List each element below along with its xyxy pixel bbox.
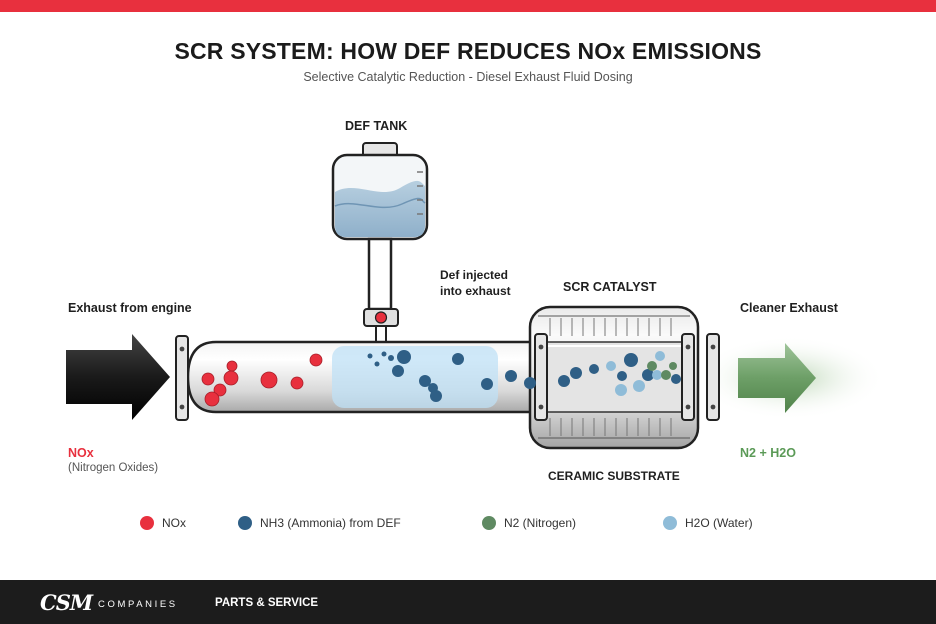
h2o-molecules bbox=[606, 351, 665, 396]
def-tank bbox=[331, 142, 429, 311]
nox-dot-icon bbox=[140, 516, 154, 530]
legend-item-h2o: H2O (Water) bbox=[663, 516, 753, 530]
substrate-label: CERAMIC SUBSTRATE bbox=[548, 469, 680, 483]
page-subtitle: Selective Catalytic Reduction - Diesel E… bbox=[303, 70, 633, 84]
catalyst-label: SCR CATALYST bbox=[563, 280, 657, 294]
catalyst-flange-left bbox=[534, 333, 548, 421]
inlet-gas-title: NOx bbox=[68, 446, 94, 460]
substrate-channels-top bbox=[549, 318, 672, 336]
outlet-flange bbox=[706, 333, 720, 421]
legend: NOx NH3 (Ammonia) from DEF N2 (Nitrogen)… bbox=[0, 516, 936, 536]
footer: CSM COMPANIES PARTS & SERVICE bbox=[0, 580, 936, 624]
parts-service-link[interactable]: PARTS & SERVICE bbox=[215, 597, 319, 609]
logo-suffix: COMPANIES bbox=[98, 599, 178, 610]
inlet-label: Exhaust from engine bbox=[68, 301, 192, 315]
inlet-exhaust-arrow bbox=[66, 334, 170, 420]
legend-item-nh3: NH3 (Ammonia) from DEF bbox=[238, 516, 401, 530]
page-title: SCR SYSTEM: HOW DEF REDUCES NOx EMISSION… bbox=[174, 38, 762, 64]
nh3-molecules bbox=[367, 350, 681, 402]
legend-label: NH3 (Ammonia) from DEF bbox=[260, 516, 401, 530]
outlet-gas-title: N2 + H2O bbox=[740, 446, 796, 460]
nh3-dot-icon bbox=[238, 516, 252, 530]
def-mixing-zone bbox=[332, 346, 498, 408]
inlet-gas-subtitle: (Nitrogen Oxides) bbox=[68, 462, 159, 474]
n2-dot-icon bbox=[482, 516, 496, 530]
injection-label-line2: into exhaust bbox=[440, 284, 511, 298]
substrate-channels-bottom bbox=[549, 418, 672, 436]
legend-label: N2 (Nitrogen) bbox=[504, 516, 577, 530]
csm-logo[interactable]: CSM bbox=[40, 590, 93, 615]
nox-molecules bbox=[201, 353, 323, 407]
legend-label: H2O (Water) bbox=[685, 516, 753, 530]
def-tank-label: DEF TANK bbox=[345, 119, 408, 133]
legend-item-nox: NOx bbox=[140, 516, 186, 530]
injection-label-line1: Def injected bbox=[440, 268, 509, 282]
legend-label: NOx bbox=[162, 516, 186, 530]
outlet-exhaust-arrow bbox=[695, 336, 885, 420]
scr-diagram bbox=[66, 142, 885, 450]
inlet-flange bbox=[175, 335, 189, 421]
injection-label: Def injected into exhaust bbox=[440, 267, 511, 299]
h2o-dot-icon bbox=[663, 516, 677, 530]
outlet-label: Cleaner Exhaust bbox=[740, 301, 838, 315]
n2-molecules bbox=[647, 361, 677, 380]
top-accent-bar bbox=[0, 0, 936, 12]
legend-item-n2: N2 (Nitrogen) bbox=[482, 516, 576, 530]
def-injector bbox=[363, 308, 399, 351]
catalyst-flange-right bbox=[681, 333, 695, 421]
